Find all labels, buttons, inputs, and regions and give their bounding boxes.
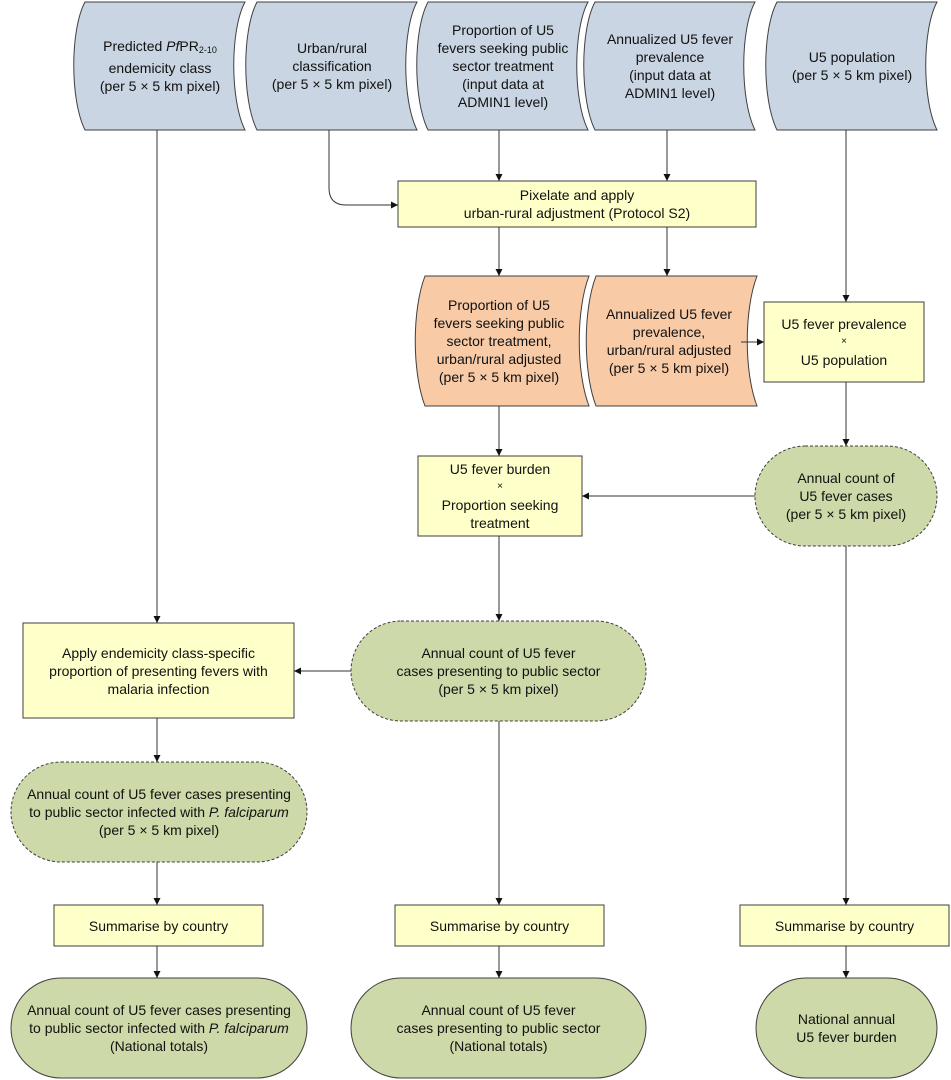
node-national-fever-burden: National annual U5 fever burden [796, 1011, 897, 1045]
node-summarise-middle: Summarise by country [429, 917, 570, 934]
node-apply-endemicity-class: Apply endemicity class-specific proporti… [49, 644, 268, 697]
node-prevalence-input: Annualized U5 fever prevalence (input da… [606, 31, 734, 101]
node-adjusted-prevalence: Annualized U5 fever prevalence, urban/ru… [605, 306, 733, 376]
process-shape-prev-x-pop [763, 301, 925, 383]
input-shape-proportion [416, 1, 589, 131]
node-national-pf-count: Annual count of U5 fever cases presentin… [27, 1002, 291, 1054]
process-shape-apply-class [22, 622, 295, 719]
node-pixelate: Pixelate and apply urban-rural adjustmen… [463, 187, 691, 221]
process-shape-summ-right [739, 904, 950, 947]
process-shape-summ-left [53, 904, 264, 947]
node-population-input: U5 population (per 5 × 5 km pixel) [791, 49, 913, 83]
input-shape-urban [245, 1, 418, 131]
node-urban-rural: Urban/rural classification (per 5 × 5 km… [271, 40, 393, 92]
node-pf-count-pixel: Annual count of U5 fever cases presentin… [27, 786, 291, 838]
node-burden-x-proportion: U5 fever burden × Proportion seeking tre… [441, 461, 559, 531]
output-shape-pf-count [10, 761, 308, 863]
node-prevalence-x-population: U5 fever prevalence × U5 population [781, 316, 907, 368]
process-shape-burden-x-prop [417, 455, 583, 537]
output-shape-nat-pf [10, 977, 308, 1079]
node-public-sector-count: Annual count of U5 fever cases presentin… [396, 645, 601, 697]
node-summarise-left: Summarise by country [88, 917, 229, 934]
process-shape-pixelate [397, 180, 757, 228]
input-shape-prevalence [583, 1, 756, 131]
intermediate-shape-proportion [414, 275, 590, 407]
node-annual-count-fever: Annual count of U5 fever cases (per 5 × … [785, 470, 907, 522]
process-shape-summ-mid [394, 904, 605, 947]
input-shape-population [765, 1, 938, 131]
node-national-public-count: Annual count of U5 fever cases presentin… [396, 1002, 601, 1054]
node-adjusted-proportion: Proportion of U5 fevers seeking public s… [433, 297, 565, 385]
intermediate-shape-prevalence [585, 275, 758, 407]
input-shape-endemicity [73, 1, 246, 131]
node-endemicity: Predicted PfPR2-10 endemicity class (per… [99, 38, 221, 94]
node-summarise-right: Summarise by country [774, 917, 915, 934]
edge-urban-to-pixelate [328, 130, 398, 209]
node-proportion-input: Proportion of U5 fevers seeking public s… [437, 22, 569, 110]
